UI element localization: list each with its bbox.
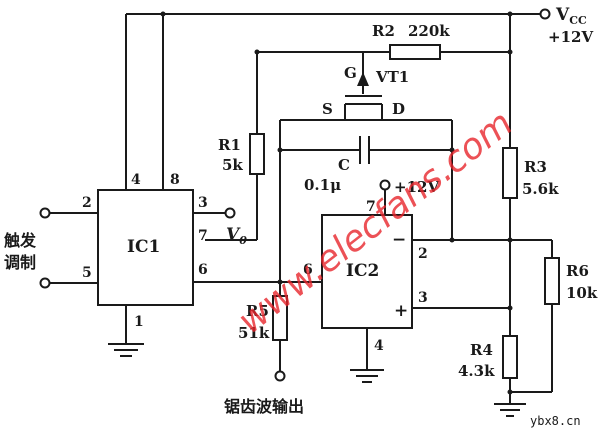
r6-value: 10k <box>566 284 598 302</box>
vt1-d-label: D <box>392 100 405 118</box>
r2-resistor <box>389 44 441 60</box>
r5-value: 51k <box>238 324 270 342</box>
vt1-gate-arrow <box>357 72 369 86</box>
c-name: C <box>338 156 350 174</box>
ic2-plus: + <box>394 301 408 321</box>
junction <box>507 305 513 311</box>
ic1-pin5: 5 <box>82 265 92 281</box>
vt1-name: VT1 <box>375 68 409 86</box>
ic1-pin1: 1 <box>134 314 144 330</box>
junction <box>449 237 455 243</box>
junction <box>507 389 513 395</box>
junction <box>507 11 513 17</box>
r3-value: 5.6k <box>522 180 559 198</box>
vt1-g-label: G <box>344 64 357 82</box>
ic1-pin7: 7 <box>198 228 208 244</box>
input-terminal-5 <box>39 277 51 289</box>
r1-resistor <box>249 133 265 175</box>
r4-resistor <box>502 335 518 379</box>
v0-label: V0 <box>226 225 247 247</box>
r3-name: R3 <box>524 158 547 176</box>
ic2-minus: − <box>392 230 406 250</box>
junction <box>254 49 260 55</box>
vcc-terminal <box>539 8 551 20</box>
ic2-supply-label: +12V <box>394 178 439 196</box>
ic2-pin6: 6 <box>303 262 313 278</box>
r5-name: R5 <box>246 302 269 320</box>
junction <box>277 147 283 153</box>
c-value: 0.1μ <box>304 176 341 194</box>
ic2-box <box>321 214 413 329</box>
v0-terminal <box>224 207 236 219</box>
ic1-pin3: 3 <box>198 195 208 211</box>
output-terminal <box>274 370 286 382</box>
ic2-pin2: 2 <box>418 246 428 262</box>
ic2-pin3: 3 <box>418 290 428 306</box>
r1-name: R1 <box>218 136 241 154</box>
ic1-pin6: 6 <box>198 262 208 278</box>
vcc-voltage: +12V <box>548 28 593 46</box>
ic1-name: IC1 <box>127 237 160 257</box>
r1-value: 5k <box>222 156 243 174</box>
ic2-pin4: 4 <box>374 338 384 354</box>
input-label-line2: 调制 <box>4 253 36 272</box>
output-label: 锯齿波输出 <box>224 397 304 416</box>
ic2-pin7: 7 <box>366 199 376 215</box>
input-terminal-2 <box>39 207 51 219</box>
ic1-pin2: 2 <box>82 195 92 211</box>
vcc-label: VCC <box>555 5 587 27</box>
r3-resistor <box>502 147 518 199</box>
r2-name: R2 <box>372 22 395 40</box>
ic1-box <box>97 189 194 306</box>
r2-value: 220k <box>408 22 450 40</box>
r6-name: R6 <box>566 262 589 280</box>
ic2-name: IC2 <box>346 261 379 281</box>
ic1-pin8: 8 <box>170 172 180 188</box>
source-label: ybx8.cn <box>530 414 581 428</box>
junction <box>160 11 166 17</box>
r6-resistor <box>544 257 560 305</box>
vt1-s-label: S <box>322 100 333 118</box>
junction <box>449 147 455 153</box>
r4-name: R4 <box>470 341 493 359</box>
input-label-line1: 触发 <box>3 231 37 250</box>
ic1-pin4: 4 <box>131 172 141 188</box>
r4-value: 4.3k <box>458 362 495 380</box>
